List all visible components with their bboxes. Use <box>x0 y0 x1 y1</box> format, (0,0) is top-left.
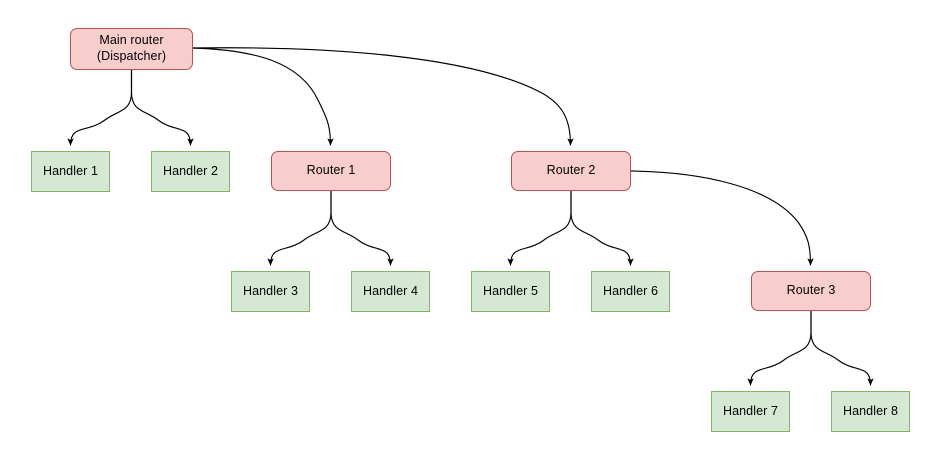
edge-main-to-router-1 <box>192 47 334 146</box>
edge-router-2-to-handler-6 <box>570 190 634 266</box>
edge-router-1-to-handler-3 <box>267 190 332 266</box>
node-label: Handler 1 <box>42 163 99 178</box>
node-handler-2[interactable]: Handler 2 <box>151 151 230 192</box>
node-handler-1[interactable]: Handler 1 <box>31 151 110 192</box>
edge-main-to-handler-2 <box>130 69 194 146</box>
edge-router-3-to-handler-8 <box>810 310 874 386</box>
node-label: Handler 4 <box>362 283 419 298</box>
node-label: Handler 2 <box>162 163 219 178</box>
node-handler-3[interactable]: Handler 3 <box>231 271 310 312</box>
node-router-2[interactable]: Router 2 <box>511 151 631 191</box>
node-main-router[interactable]: Main router (Dispatcher) <box>70 28 193 70</box>
node-handler-5[interactable]: Handler 5 <box>471 271 550 312</box>
node-label: Router 1 <box>306 163 356 178</box>
edge-main-to-router-2 <box>192 47 574 146</box>
node-label: Router 2 <box>546 163 596 178</box>
edge-router-1-to-handler-4 <box>330 190 394 266</box>
node-handler-7[interactable]: Handler 7 <box>711 391 790 432</box>
node-label: Handler 7 <box>722 403 779 418</box>
edge-main-to-handler-1 <box>67 69 133 146</box>
node-router-1[interactable]: Router 1 <box>271 151 391 191</box>
edge-router-3-to-handler-7 <box>747 310 812 386</box>
node-handler-8[interactable]: Handler 8 <box>831 391 910 432</box>
node-label: Handler 5 <box>482 283 539 298</box>
node-label: Handler 8 <box>842 403 899 418</box>
node-router-3[interactable]: Router 3 <box>751 271 871 311</box>
edge-router-2-to-router-3 <box>630 170 814 266</box>
node-label: Main router (Dispatcher) <box>96 33 167 63</box>
node-label: Router 3 <box>786 283 836 298</box>
node-handler-6[interactable]: Handler 6 <box>591 271 670 312</box>
node-label: Handler 6 <box>602 283 659 298</box>
node-handler-4[interactable]: Handler 4 <box>351 271 430 312</box>
edge-router-2-to-handler-5 <box>507 190 572 266</box>
node-label: Handler 3 <box>242 283 299 298</box>
